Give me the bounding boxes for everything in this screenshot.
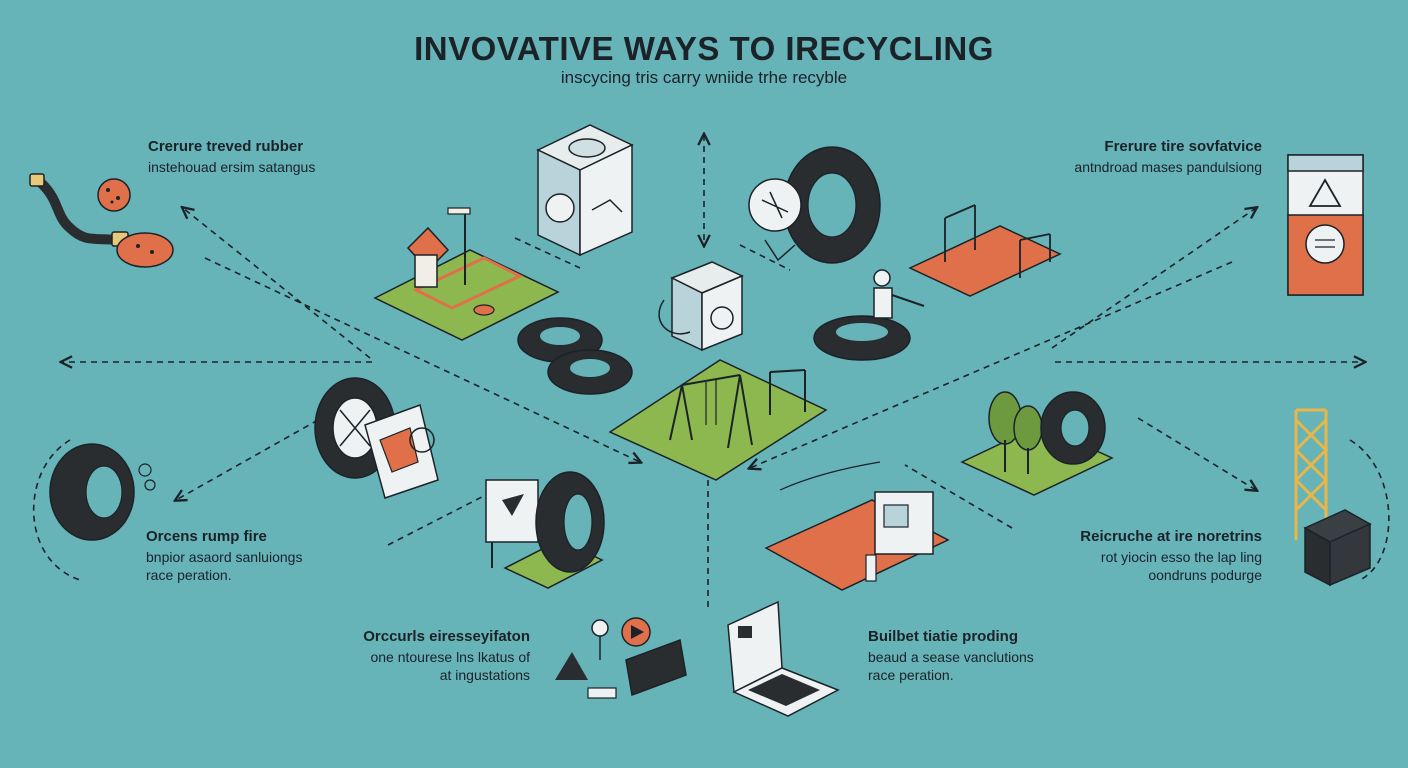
tire-swing-icon xyxy=(748,178,802,262)
label-mid-right-line-1: rot yiocin esso the lap ling xyxy=(1100,549,1262,565)
label-top-right-heading: Frerure tire sovfatvice xyxy=(1104,138,1262,155)
label-mid-right-heading: Reicruche at ire noretrins xyxy=(1080,528,1262,545)
label-mid-left-heading: Orcens rump fire xyxy=(146,528,267,545)
worker-with-tire-icon xyxy=(813,269,925,361)
label-bottom-right-heading: Builbet tiatie proding xyxy=(868,628,1018,645)
playground-sand-icon xyxy=(908,204,1062,297)
arrow-upper-mid-left xyxy=(514,237,581,269)
label-bottom-left: Orccurls eiresseyifaton one ntourese lns… xyxy=(363,628,530,684)
media-device-icon xyxy=(621,617,687,697)
label-mid-left: Orcens rump fire bnpior asaord sanluiong… xyxy=(146,528,302,584)
label-mid-left-line-2: race peration. xyxy=(146,567,232,583)
label-bottom-left-line-1: one ntourese lns lkatus of xyxy=(370,649,530,665)
arrow-to-center-right xyxy=(750,261,1233,468)
arrow-mid-right xyxy=(1137,417,1256,490)
central-playground-icon xyxy=(608,359,828,481)
arrow-mid-left xyxy=(176,419,319,500)
processing-machine-icon xyxy=(658,261,744,352)
label-top-left-heading: Crerure treved rubber xyxy=(148,138,304,155)
running-track-icon xyxy=(764,461,950,591)
single-tire-icon xyxy=(49,443,156,541)
playhouse-icon xyxy=(373,207,560,341)
label-top-left: Crerure treved rubber instehouad ersim s… xyxy=(148,138,315,176)
label-bottom-right-line-1: beaud a sease vanclutions xyxy=(868,649,1034,665)
label-bottom-left-line-2: at ingustations xyxy=(439,667,530,683)
lightbulb-icon xyxy=(555,619,617,699)
crumb-rubber-icon xyxy=(97,178,131,212)
laptop-icon xyxy=(727,600,840,717)
arrow-lower-right xyxy=(904,464,1013,529)
arrow-upper-mid-right xyxy=(739,244,791,271)
scaffold-tower-icon xyxy=(1293,408,1329,540)
arrow-top-left xyxy=(183,208,371,359)
recycle-sign-icon xyxy=(1287,154,1364,296)
label-top-right: Frerure tire sovfatvice antndroad mases … xyxy=(1074,138,1262,176)
shredder-machine-icon xyxy=(536,124,634,257)
tire-pile-icon xyxy=(517,317,633,395)
label-bottom-right-line-2: race peration. xyxy=(868,667,954,683)
barrier-block-icon xyxy=(1303,509,1372,587)
label-bottom-right: Builbet tiatie proding beaud a sease van… xyxy=(868,628,1034,684)
upright-tire-icon xyxy=(535,471,605,573)
label-top-left-line-1: instehouad ersim satangus xyxy=(148,159,316,175)
label-mid-left-line-1: bnpior asaord sanluiongs xyxy=(146,549,303,565)
label-mid-right-line-2: oondruns podurge xyxy=(1148,567,1262,583)
label-bottom-left-heading: Orccurls eiresseyifaton xyxy=(363,628,530,645)
page-subtitle: inscycing tris carry wniide trhe recyble xyxy=(560,68,848,87)
arrow-to-center-left xyxy=(204,257,640,462)
arc-right xyxy=(1349,439,1390,581)
arrow-lower-left xyxy=(387,479,516,546)
connector-lines xyxy=(32,135,1390,612)
arrow-top-right xyxy=(1051,208,1256,349)
mulch-bag-icon xyxy=(364,404,439,499)
tree-tire-icon xyxy=(960,391,1114,496)
mulch-pile-icon xyxy=(116,232,174,268)
label-top-right-line-1: antndroad mases pandulsiong xyxy=(1074,159,1262,175)
label-mid-right: Reicruche at ire noretrins rot yiocin es… xyxy=(1080,528,1262,584)
page-title: INVOVATIVE WAYS TO IRECYCLING xyxy=(414,30,994,67)
